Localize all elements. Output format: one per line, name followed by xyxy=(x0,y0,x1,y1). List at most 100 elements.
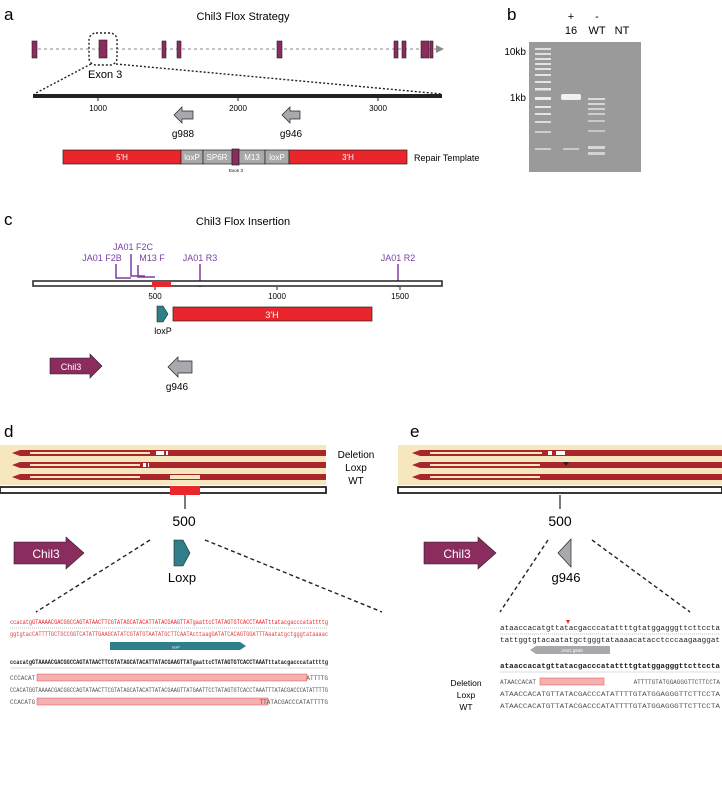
seq-comp-e: tattggtgtacaatatgctgggtataaaacatacctccca… xyxy=(500,637,720,645)
guide-g988-arrow xyxy=(173,106,194,124)
repair-3h xyxy=(288,149,408,165)
chil3-arrow-c xyxy=(49,353,103,379)
read-2-e: ATAACCACATGTTATACGACCCATATTTTGTATGGAGGGT… xyxy=(500,691,721,698)
reads-e xyxy=(412,450,722,480)
gel-bands xyxy=(535,48,605,155)
locus-track-e xyxy=(397,486,722,494)
repair-loxp-2-label: loxP xyxy=(269,153,285,162)
primer-f2c-label: JA01 F2C xyxy=(113,242,154,252)
repair-5h-label: 5'H xyxy=(116,153,128,162)
exon-4 xyxy=(161,40,167,59)
cut-site-marker xyxy=(566,620,570,624)
chil3-arrow-e xyxy=(423,536,497,570)
primer-m13f-label: M13 F xyxy=(139,253,165,263)
read-3-e: ATAACCACATGTTATACGACCCATATTTTGTATGGAGGGT… xyxy=(500,703,721,710)
lane-2-bottom: WT xyxy=(588,25,605,37)
guide-g946-arrow xyxy=(281,106,301,124)
exon-1 xyxy=(31,40,38,59)
chil3-arrow-d xyxy=(13,536,85,570)
repair-3h-label: 3'H xyxy=(342,153,354,162)
legend-loxp-e: Loxp xyxy=(457,690,476,700)
panel-a-letter: a xyxy=(4,5,14,24)
guide-feature-label: JA01 g946 xyxy=(561,648,583,653)
g946-arrow-c xyxy=(167,356,193,378)
guide-g988-label: g988 xyxy=(172,129,195,140)
primer-m13f xyxy=(137,265,155,278)
lane-3-bottom: NT xyxy=(615,25,630,37)
repair-template: 5'H loxP SP6R M13 loxP 3'H Exon 3 Repair… xyxy=(62,148,479,173)
tick-1000: 1000 xyxy=(89,104,107,113)
exon-3-highlight xyxy=(88,32,118,66)
loxp-feature-label: loxP xyxy=(172,645,180,650)
tick-3000: 3000 xyxy=(369,104,387,113)
seq-ref-e: ataaccacatgttatacgacccatattttgtatggagggt… xyxy=(500,625,720,633)
zoom-line-right xyxy=(115,63,443,95)
reads-d xyxy=(12,450,326,480)
read-1-tail-e: ATTTTGTATGGAGGGTTCTTCCTA xyxy=(634,679,721,686)
exon-6 xyxy=(276,40,283,59)
panel-d: d Deletion Loxp WT 500 xyxy=(0,422,383,706)
read-1-deletion-e xyxy=(539,677,605,686)
consensus-d: ccacatgGTAAAACGACGGCCAGTATAACTTCGTATAGCA… xyxy=(10,659,328,666)
panel-d-letter: d xyxy=(4,422,13,441)
primer-r3-label: JA01 R3 xyxy=(183,253,218,263)
panel-c-letter: c xyxy=(4,210,13,229)
locus-track xyxy=(32,280,443,287)
exon-3-label: Exon 3 xyxy=(88,69,122,81)
legend-deletion-e: Deletion xyxy=(450,678,481,688)
read-1-tail-d: ATTTTG xyxy=(306,675,328,682)
legend-wt-d: WT xyxy=(348,476,364,487)
loxp-arrow-d xyxy=(173,539,191,567)
exon-8 xyxy=(401,40,407,59)
seq-ref-d: ccacatgGTAAAACGACGGCCAGTATAACTTCGTATAGCA… xyxy=(10,619,328,626)
insertion-highlight-d xyxy=(170,486,200,495)
g946-arrow-e xyxy=(557,538,572,568)
panel-e-letter: e xyxy=(410,422,419,441)
primer-r2-label: JA01 R2 xyxy=(381,253,416,263)
read-1-e: ATAACCACAT xyxy=(500,679,536,686)
exon-3 xyxy=(98,39,108,59)
exon-10 xyxy=(429,40,434,59)
panel-c-title: Chil3 Flox Insertion xyxy=(196,216,290,228)
legend-wt-e: WT xyxy=(459,702,472,712)
exon-9 xyxy=(420,40,430,59)
chil3-label-c: Chil3 xyxy=(61,362,82,372)
sequence-view-d: ccacatgGTAAAACGACGGCCAGTATAACTTCGTATAGCA… xyxy=(10,619,328,706)
zoom-left-e xyxy=(499,539,549,613)
panel-a: a Chil3 Flox Strategy Exon 3 1000 2000 3… xyxy=(4,5,479,173)
lane-2-top: - xyxy=(595,11,599,23)
chil3-label-e: Chil3 xyxy=(443,547,471,561)
g946-label-c: g946 xyxy=(166,382,189,393)
arm-3h-label: 3'H xyxy=(265,310,278,320)
arm-3h xyxy=(172,306,373,322)
panel-b: b + 16 - WT NT 10kb 1kb xyxy=(504,5,641,172)
lane-1-bottom: 16 xyxy=(565,25,577,37)
read-2-d: CCACATGGTAAAACGACGGCCAGTATAACTTCGTATAGCA… xyxy=(10,687,328,694)
position-500-d: 500 xyxy=(172,513,196,529)
chil3-label-d: Chil3 xyxy=(32,547,60,561)
repair-m13-label: M13 xyxy=(244,153,260,162)
loxp-label: loxP xyxy=(154,326,172,336)
exon-7 xyxy=(393,40,399,59)
locus-track-d xyxy=(0,486,327,494)
loxp-label-d: Loxp xyxy=(168,570,196,585)
primer-f2b-label: JA01 F2B xyxy=(82,253,122,263)
lane-1-top: + xyxy=(568,11,574,23)
read-3-d: CCACATG xyxy=(10,699,36,706)
tick-1500: 1500 xyxy=(391,292,409,301)
legend-deletion-d: Deletion xyxy=(338,450,375,461)
guide-g946-label: g946 xyxy=(280,129,303,140)
exon-5 xyxy=(176,40,182,59)
ladder-1kb: 1kb xyxy=(510,93,527,104)
tick-500: 500 xyxy=(148,292,162,301)
panel-c: c Chil3 Flox Insertion JA01 F2B JA01 F2C… xyxy=(4,210,443,393)
repair-exon xyxy=(231,148,240,166)
repair-loxp-1-label: loxP xyxy=(184,153,200,162)
ladder-10kb: 10kb xyxy=(504,47,526,58)
tick-1000-c: 1000 xyxy=(268,292,286,301)
loxp-arrow xyxy=(156,305,169,323)
panel-e: e 500 Chil3 g946 xyxy=(397,422,722,712)
seq-comp-d: ggtgtacCATTTTGCTGCCGGTCATATTGAAGCATATCGT… xyxy=(10,631,328,638)
guide-feature-bar xyxy=(530,646,610,654)
read-3-tail-d: TTATACGACCCATATTTTG xyxy=(260,699,329,706)
